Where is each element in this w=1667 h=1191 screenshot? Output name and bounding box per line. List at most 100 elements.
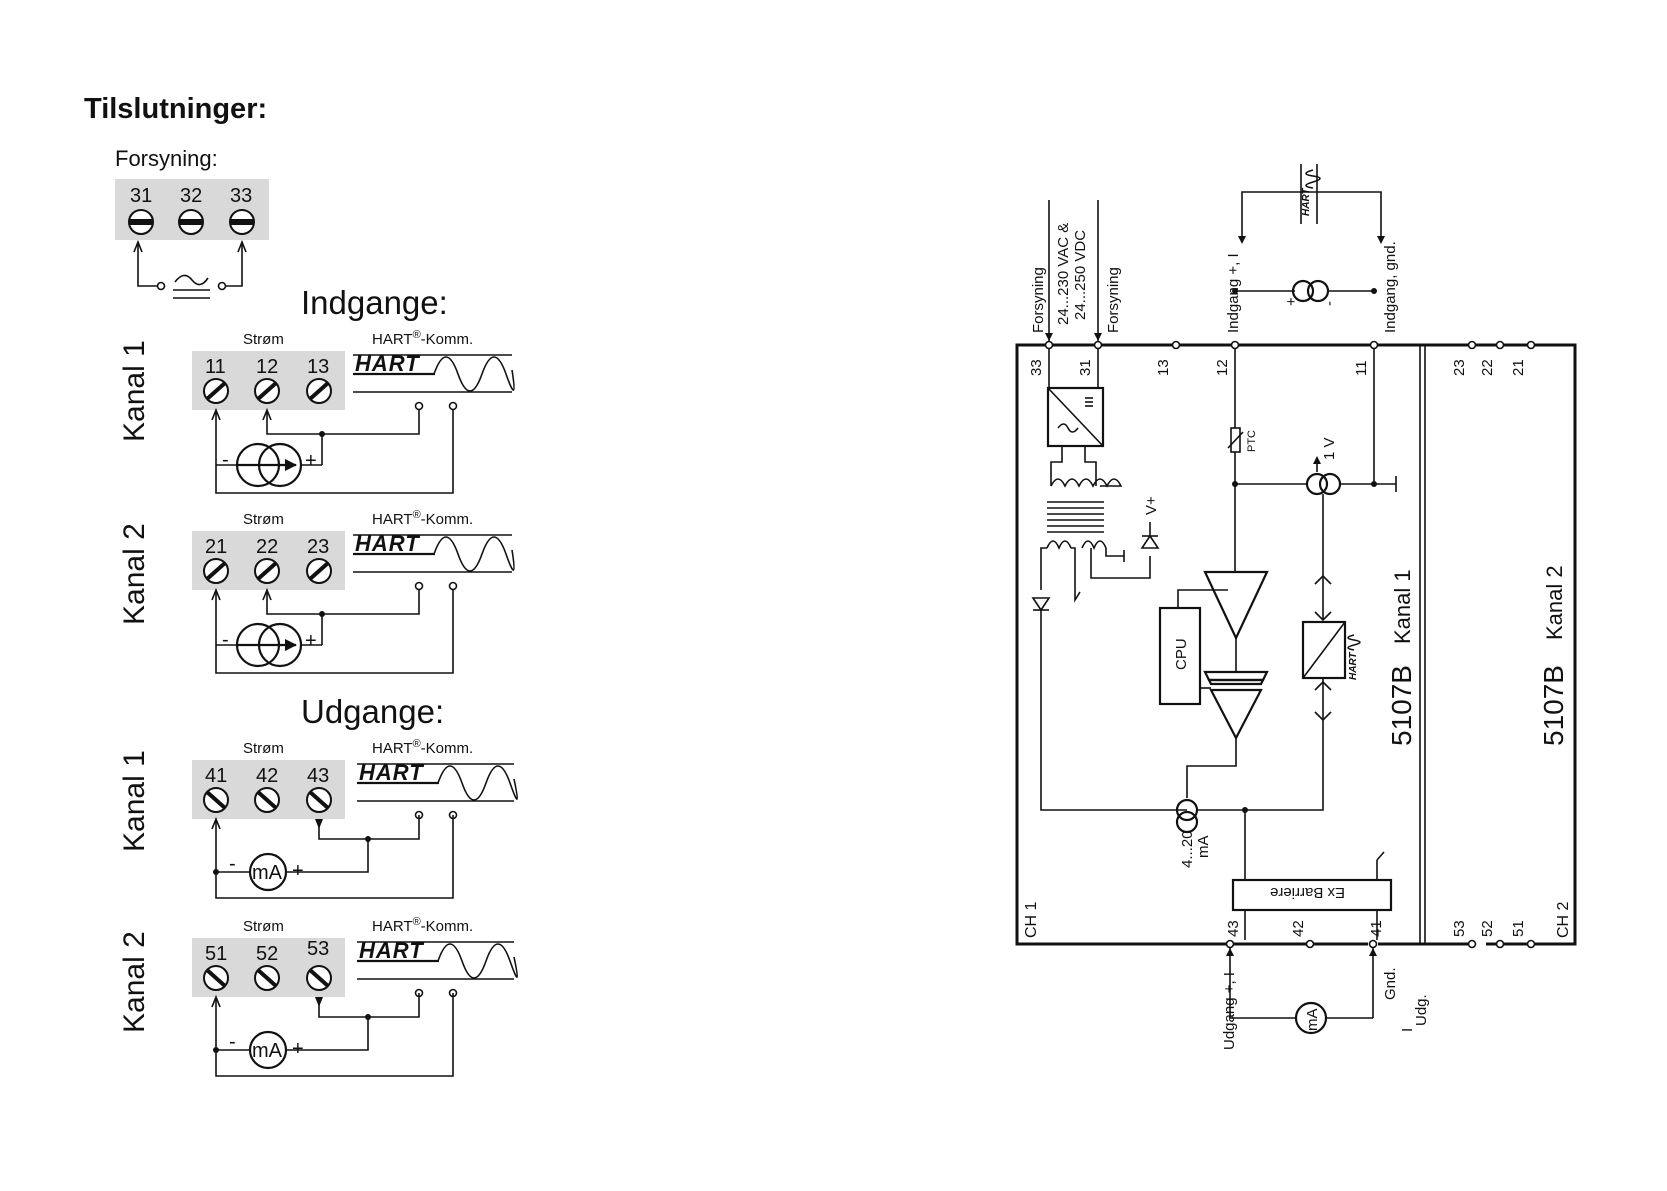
voltage-label-2: 24...250 VDC xyxy=(1072,230,1089,320)
output-1-minus: - xyxy=(229,853,236,875)
input-2-current-label: Strøm xyxy=(243,511,284,528)
bottom-ma-text: mA xyxy=(1304,1009,1321,1032)
dc-dc-converter xyxy=(1046,349,1105,486)
model-label-ch2: 5107B xyxy=(1538,665,1569,746)
input-channel-1: Kanal 1 Strøm HART®-Komm. 11 12 13 HART xyxy=(118,329,515,494)
block-terminal-53: 53 xyxy=(1451,920,1468,937)
input-1-current-label: Strøm xyxy=(243,331,284,348)
block-terminal-11: 11 xyxy=(1353,360,1370,376)
output-2-terminal-51: 51 xyxy=(205,943,227,965)
ma-range-1: 4...20 xyxy=(1179,830,1196,868)
i-udg-i: I xyxy=(1399,1028,1416,1032)
input-2-hart-modem: HART xyxy=(353,531,515,591)
input-1-plus: + xyxy=(305,450,317,472)
top-terminal-dots xyxy=(1044,340,1536,350)
output-1-hart-comm-label: HART®-Komm. xyxy=(372,738,473,757)
input-1-hart-modem: HART xyxy=(353,351,515,411)
output-2-ma-meter: mA - + xyxy=(211,993,454,1077)
output-1-terminal-42: 42 xyxy=(256,765,278,787)
ch1-hart-mini-logo: HART xyxy=(1348,652,1359,680)
block-terminal-43: 43 xyxy=(1225,920,1242,937)
input-1-terminal-11: 11 xyxy=(205,356,226,378)
top-current-source: + - xyxy=(1232,279,1377,306)
top-hart-loop: HART xyxy=(1238,164,1385,244)
page-title: Tilslutninger: xyxy=(84,93,267,125)
top-hart-mini-logo: HART xyxy=(1301,188,1312,216)
ch1-signal-chain: PTC 1 V HART xyxy=(1158,349,1397,940)
voltage-label-1: 24...230 VAC & xyxy=(1055,223,1072,325)
one-v-label: 1 V xyxy=(1321,437,1338,460)
ma-range-2: mA xyxy=(1195,836,1212,859)
supply-right-label: Forsyning xyxy=(1105,267,1122,333)
output-2-plus: + xyxy=(292,1038,304,1060)
input-gnd-label: Indgang, gnd. xyxy=(1382,241,1399,333)
block-terminal-31: 31 xyxy=(1077,359,1094,376)
output-1-hart-modem: HART xyxy=(357,760,518,820)
supply-left-label: Forsyning xyxy=(1030,267,1047,333)
bottom-terminal-dots xyxy=(1225,939,1536,949)
input-2-terminal-23: 23 xyxy=(307,536,329,558)
supply-label: Forsyning: xyxy=(115,146,218,171)
input-kanal-1-label: Kanal 1 xyxy=(118,340,151,442)
block-terminal-21: 21 xyxy=(1510,359,1527,376)
output-plus-label: Udgang +, I xyxy=(1221,972,1238,1050)
outputs-heading: Udgange: xyxy=(301,693,444,730)
block-terminal-13: 13 xyxy=(1155,359,1172,376)
output-2-ma-text: mA xyxy=(252,1040,283,1062)
vplus-label: V+ xyxy=(1143,496,1160,515)
output-kanal-1-label: Kanal 1 xyxy=(118,750,151,852)
top-source-minus: - xyxy=(1321,301,1338,306)
block-terminal-52: 52 xyxy=(1479,920,1496,937)
output-2-hart-modem: HART xyxy=(357,938,518,998)
supply-section: Forsyning: 31 32 33 xyxy=(115,146,269,299)
output-kanal-2-label: Kanal 2 xyxy=(118,931,151,1033)
output-channel-1: Kanal 1 Strøm HART®-Komm. 41 42 43 HART xyxy=(118,738,518,899)
gnd-label: Gnd. xyxy=(1382,967,1399,1000)
output-2-terminal-53: 53 xyxy=(307,938,329,960)
ch2-label: CH 2 xyxy=(1555,901,1572,938)
bottom-output-loop: mA Udgang +, I Gnd. I Udg. xyxy=(1221,948,1430,1050)
supply-ac-dc-symbol xyxy=(133,239,247,299)
input-2-minus: - xyxy=(222,629,229,651)
input-2-hart-comm-label: HART®-Komm. xyxy=(372,509,473,528)
ptc-label: PTC xyxy=(1246,430,1258,452)
block-diagram: 33 31 13 12 11 23 22 21 Forsyning 24...2… xyxy=(1015,164,1577,1050)
block-terminal-22: 22 xyxy=(1479,359,1496,376)
input-channel-2: Kanal 2 Strøm HART®-Komm. 21 22 23 HART xyxy=(118,509,515,674)
supply-terminal-33: 33 xyxy=(230,185,252,207)
input-1-minus: - xyxy=(222,449,229,471)
output-1-terminal-43: 43 xyxy=(307,765,329,787)
input-2-current-source: - + xyxy=(211,587,454,674)
input-2-plus: + xyxy=(305,630,317,652)
ch1-label: CH 1 xyxy=(1023,901,1040,938)
supply-terminal-31: 31 xyxy=(130,185,152,207)
kanal-1-block-label: Kanal 1 xyxy=(1390,569,1415,644)
output-1-ma-text: mA xyxy=(252,862,283,884)
output-1-screws xyxy=(203,787,332,813)
input-1-terminal-13: 13 xyxy=(307,356,329,378)
output-1-current-label: Strøm xyxy=(243,740,284,757)
transformer: V+ xyxy=(1031,478,1187,811)
block-terminal-23: 23 xyxy=(1451,359,1468,376)
output-2-screws xyxy=(203,965,332,991)
input-1-current-source: - + xyxy=(211,407,454,494)
cpu-label: CPU xyxy=(1173,638,1190,670)
i-udg-sub: Udg. xyxy=(1413,994,1430,1026)
input-2-terminal-21: 21 xyxy=(205,536,227,558)
input-1-hart-comm-label: HART®-Komm. xyxy=(372,329,473,348)
input-1-terminal-12: 12 xyxy=(256,356,278,378)
output-2-minus: - xyxy=(229,1031,236,1053)
input-kanal-2-label: Kanal 2 xyxy=(118,523,151,625)
supply-screws xyxy=(128,209,255,235)
block-terminal-33: 33 xyxy=(1028,359,1045,376)
block-terminal-51: 51 xyxy=(1510,920,1527,937)
block-terminal-12: 12 xyxy=(1214,359,1231,376)
ex-barrier-label: Ex Barriere xyxy=(1270,884,1345,901)
input-1-screws xyxy=(203,378,332,404)
block-terminal-42: 42 xyxy=(1290,920,1307,937)
top-source-plus: + xyxy=(1283,297,1300,306)
output-1-ma-meter: mA - + xyxy=(211,815,454,899)
block-terminal-41: 41 xyxy=(1368,920,1385,937)
model-label-ch1: 5107B xyxy=(1386,665,1417,746)
